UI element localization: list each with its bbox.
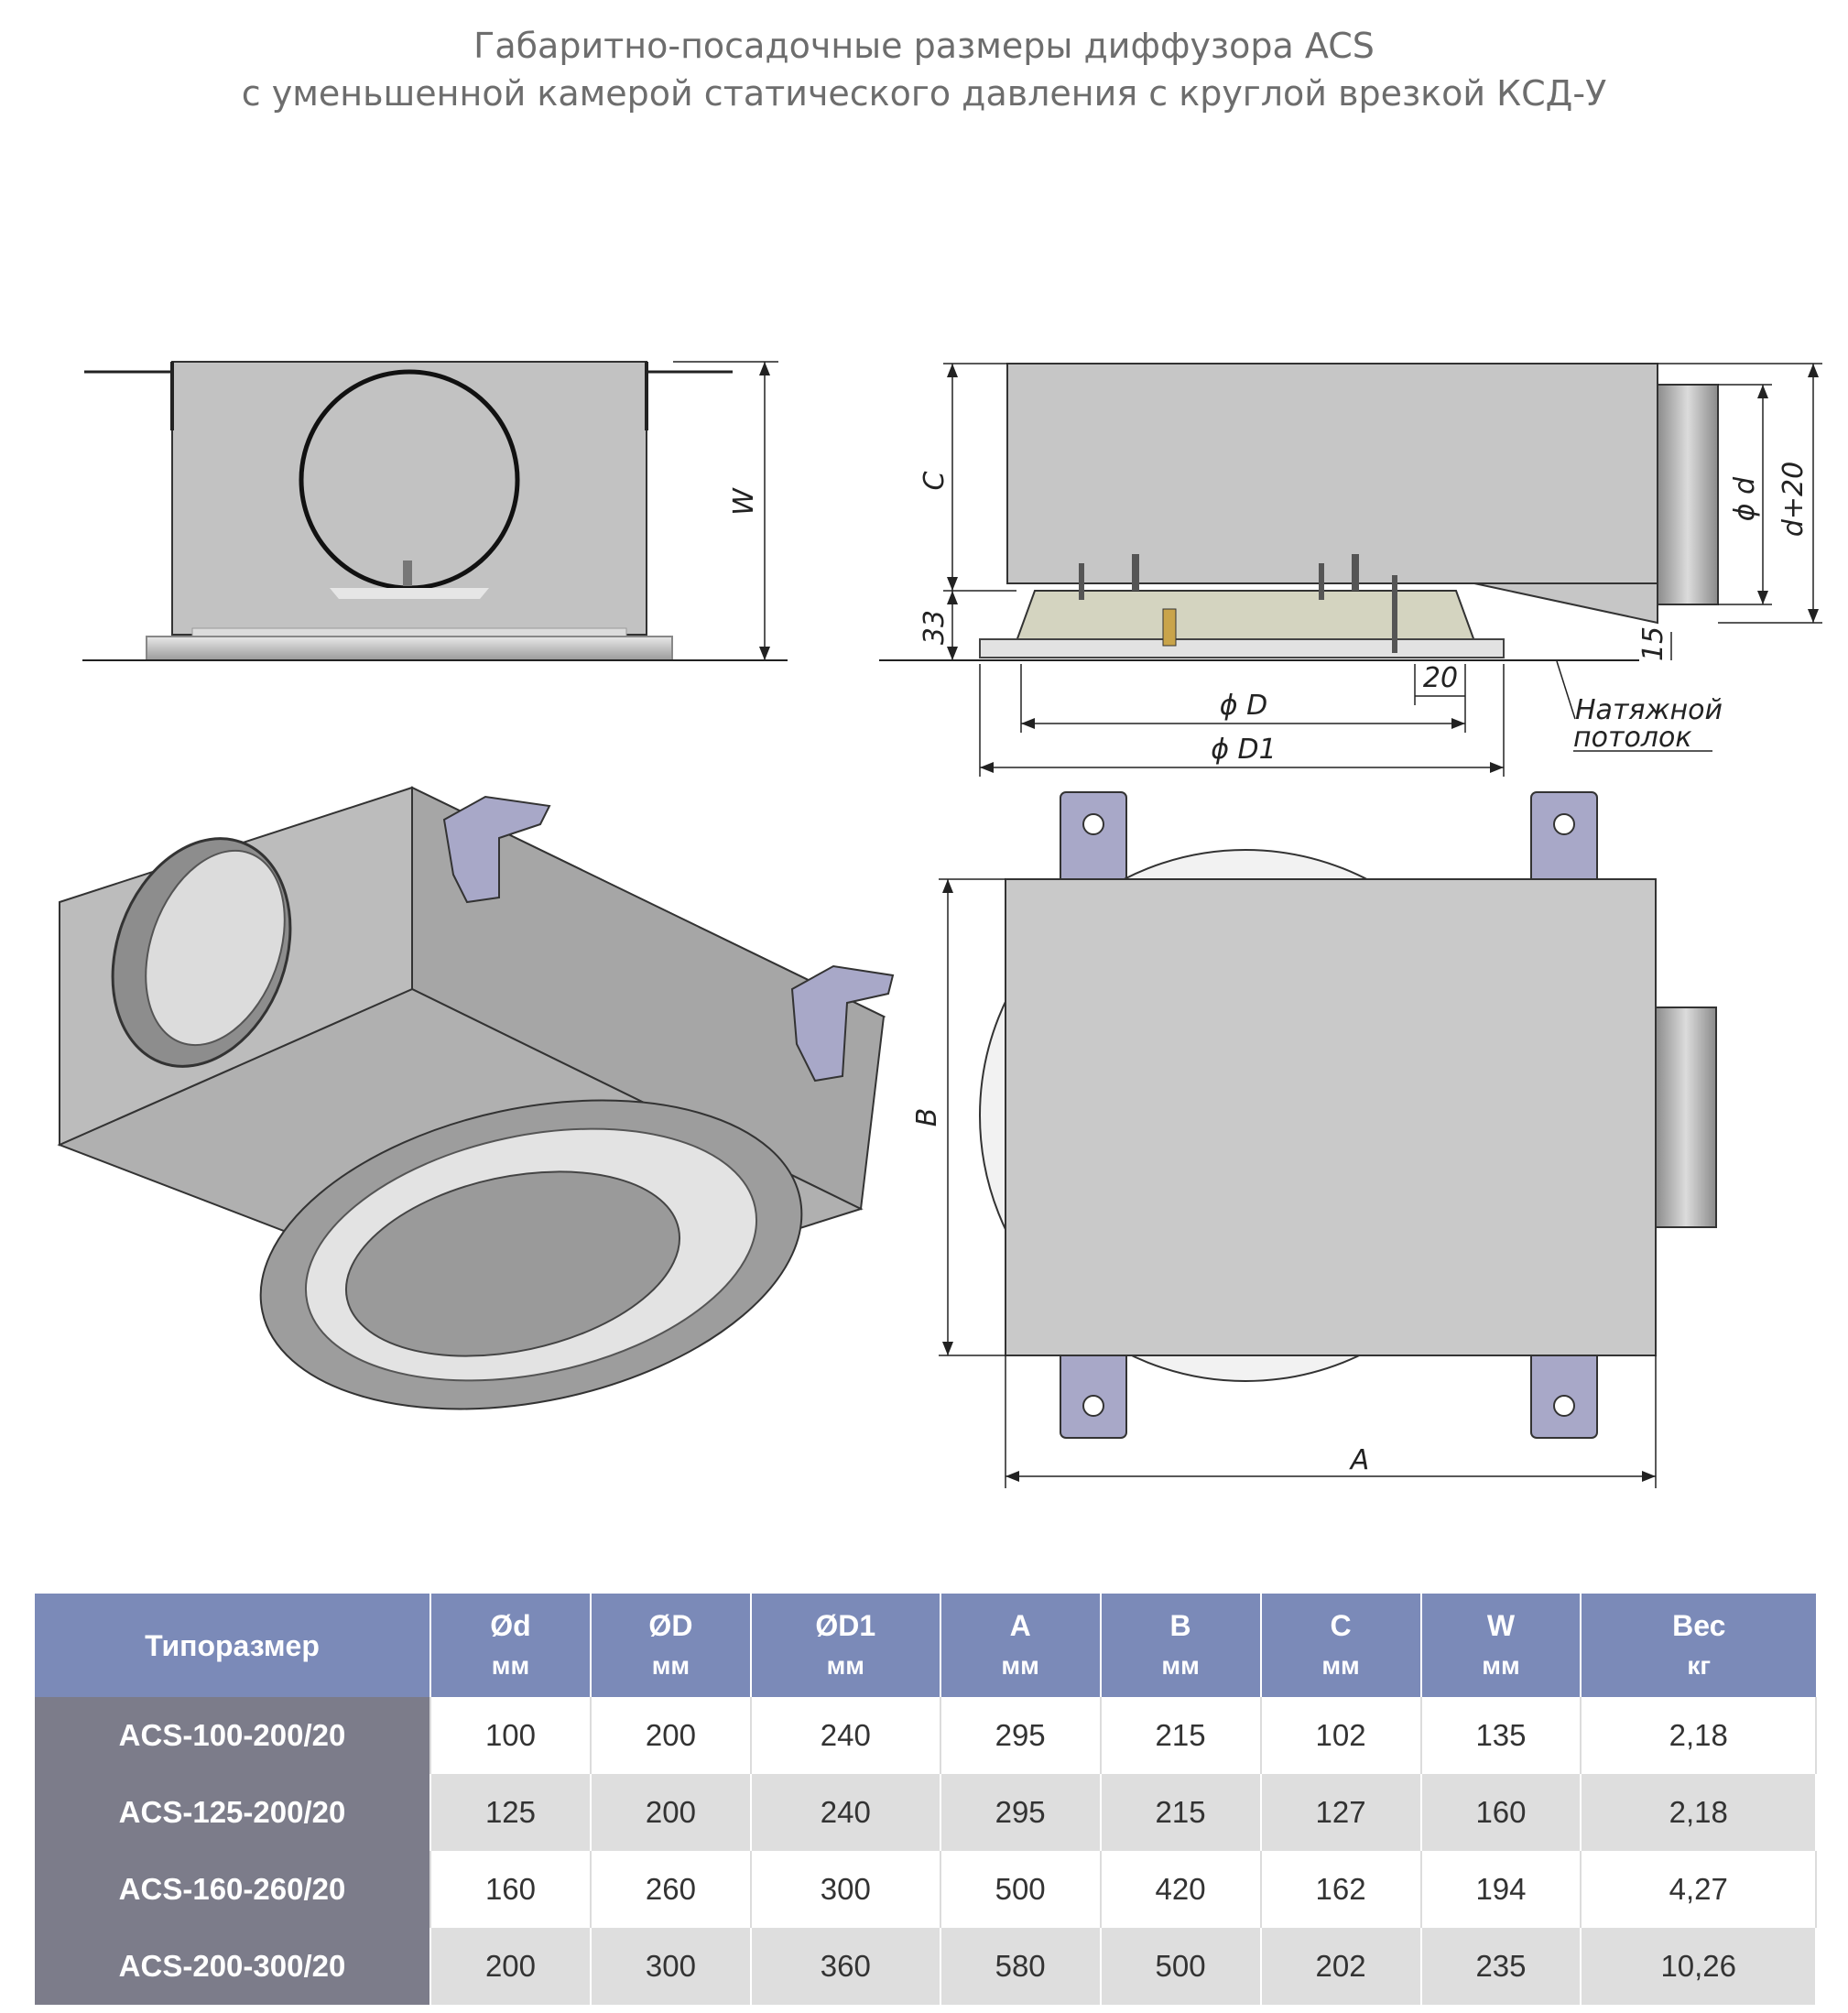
cell-A: 295	[940, 1697, 1102, 1774]
cell-weight: 10,26	[1581, 1928, 1817, 2005]
dim-20-label: 20	[1423, 662, 1458, 694]
cell-B: 420	[1100, 1851, 1262, 1928]
dim-15-label: 15	[1637, 626, 1669, 661]
cell-B: 215	[1100, 1774, 1262, 1851]
dim-C-label: C	[919, 471, 951, 490]
cell-weight: 2,18	[1581, 1697, 1817, 1774]
cell-C: 162	[1260, 1851, 1422, 1928]
dim-33-label: 33	[919, 610, 951, 645]
cell-model: ACS-100-200/20	[35, 1697, 431, 1774]
dim-A-label: A	[1349, 1444, 1370, 1476]
header-model: Типоразмер	[35, 1594, 431, 1697]
cell-W: 160	[1420, 1774, 1582, 1851]
plan-view: B A	[911, 791, 1717, 1488]
cell-W: 235	[1420, 1928, 1582, 2005]
table-row: ACS-100-200/20 100 200 240 295 215 102 1…	[35, 1697, 1817, 1774]
cell-B: 500	[1100, 1928, 1262, 2005]
cell-model: ACS-125-200/20	[35, 1774, 431, 1851]
front-view: W	[82, 361, 788, 661]
cell-D: 300	[590, 1928, 752, 2005]
cell-B: 215	[1100, 1697, 1262, 1774]
table-row: ACS-125-200/20 125 200 240 295 215 127 1…	[35, 1774, 1817, 1851]
isometric-view	[57, 786, 895, 1410]
dim-d20-label: d+20	[1777, 462, 1810, 537]
side-view: C 33 ϕ d d+20 15 20 ϕ D ϕ D1 Натяжной п	[879, 363, 1822, 777]
cell-C: 102	[1260, 1697, 1422, 1774]
page-title-line1: Габаритно-посадочные размеры диффузора A…	[473, 26, 1375, 66]
ceiling-note-line2: потолок	[1573, 722, 1691, 754]
dim-W-label: W	[728, 487, 760, 516]
cell-A: 500	[940, 1851, 1102, 1928]
table-row: ACS-160-260/20 160 260 300 500 420 162 1…	[35, 1851, 1817, 1928]
technical-drawing: W C 33 ϕ d d+20	[57, 361, 1822, 1488]
dim-phi-d-label: ϕ d	[1729, 476, 1761, 521]
cell-model: ACS-160-260/20	[35, 1851, 431, 1928]
cell-C: 202	[1260, 1928, 1422, 2005]
cell-C: 127	[1260, 1774, 1422, 1851]
cell-weight: 2,18	[1581, 1774, 1817, 1851]
cell-W: 194	[1420, 1851, 1582, 1928]
table-row: ACS-200-300/20 200 300 360 580 500 202 2…	[35, 1928, 1817, 2005]
cell-d: 125	[430, 1774, 592, 1851]
cell-model: ACS-200-300/20	[35, 1928, 431, 2005]
cell-D: 200	[590, 1697, 752, 1774]
dim-phi-D-label: ϕ D	[1220, 690, 1267, 722]
page-title-line2: с уменьшенной камерой статического давле…	[241, 73, 1607, 114]
cell-D: 200	[590, 1774, 752, 1851]
cell-D1: 300	[750, 1851, 941, 1928]
cell-W: 135	[1420, 1697, 1582, 1774]
cell-A: 580	[940, 1928, 1102, 2005]
cell-A: 295	[940, 1774, 1102, 1851]
ceiling-note-line1: Натяжной	[1575, 694, 1723, 726]
cell-D: 260	[590, 1851, 752, 1928]
cell-D1: 360	[750, 1928, 941, 2005]
cell-d: 200	[430, 1928, 592, 2005]
dim-phi-D1-label: ϕ D1	[1211, 734, 1277, 766]
cell-D1: 240	[750, 1697, 941, 1774]
cell-d: 100	[430, 1697, 592, 1774]
cell-weight: 4,27	[1581, 1851, 1817, 1928]
cell-d: 160	[430, 1851, 592, 1928]
dim-B-label: B	[911, 1108, 943, 1127]
cell-D1: 240	[750, 1774, 941, 1851]
